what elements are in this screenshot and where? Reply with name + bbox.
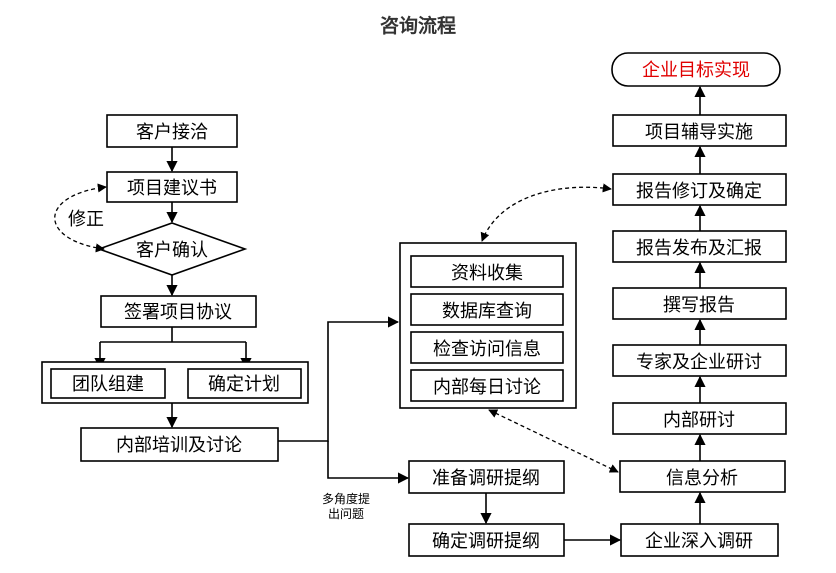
node-sign-agreement: 签署项目协议 bbox=[100, 295, 257, 328]
analysis-feedback-link bbox=[488, 409, 619, 473]
node-label: 客户接洽 bbox=[136, 122, 208, 143]
node-goal: 企业目标实现 bbox=[611, 52, 781, 87]
node-check-interview: 检查访问信息 bbox=[410, 331, 564, 364]
node-client-reception: 客户接洽 bbox=[106, 114, 238, 148]
revise-loop bbox=[54, 183, 107, 253]
node-label: 资料收集 bbox=[451, 263, 523, 284]
note-line-1: 多角度提 bbox=[322, 491, 370, 506]
node-report-release: 报告发布及汇报 bbox=[612, 230, 787, 263]
node-project-guidance: 项目辅导实施 bbox=[612, 114, 787, 147]
node-confirm-plan: 确定计划 bbox=[187, 368, 302, 399]
node-label: 检查访问信息 bbox=[433, 339, 541, 360]
node-label: 确定调研提纲 bbox=[432, 531, 540, 552]
node-deep-research: 企业深入调研 bbox=[620, 523, 779, 557]
node-data-collection: 资料收集 bbox=[410, 255, 564, 288]
node-label: 企业深入调研 bbox=[645, 531, 753, 552]
node-label: 专家及企业研讨 bbox=[636, 352, 762, 373]
node-write-report: 撰写报告 bbox=[612, 287, 787, 320]
node-team-building: 团队组建 bbox=[50, 368, 166, 399]
node-report-revision: 报告修订及确定 bbox=[612, 173, 787, 206]
node-project-proposal: 项目建议书 bbox=[106, 171, 238, 203]
node-label: 报告修订及确定 bbox=[636, 181, 762, 202]
node-internal-research: 内部研讨 bbox=[612, 402, 787, 435]
node-database-query: 数据库查询 bbox=[410, 293, 564, 326]
node-label: 内部研讨 bbox=[663, 410, 735, 431]
node-internal-training: 内部培训及讨论 bbox=[80, 427, 279, 462]
node-prepare-outline: 准备调研提纲 bbox=[408, 460, 565, 494]
node-label: 团队组建 bbox=[72, 374, 144, 395]
page-title: 咨询流程 bbox=[380, 14, 456, 37]
revise-label: 修正 bbox=[68, 209, 104, 230]
node-label: 数据库查询 bbox=[442, 301, 532, 322]
node-confirm-outline: 确定调研提纲 bbox=[408, 523, 565, 557]
node-label: 企业目标实现 bbox=[642, 60, 750, 81]
node-label: 报告发布及汇报 bbox=[636, 238, 762, 259]
node-label: 准备调研提纲 bbox=[432, 468, 540, 489]
node-info-analysis: 信息分析 bbox=[619, 460, 786, 493]
node-label: 信息分析 bbox=[666, 468, 738, 489]
node-expert-research: 专家及企业研讨 bbox=[612, 344, 787, 377]
revision-feedback-link bbox=[480, 183, 612, 242]
node-label: 项目辅导实施 bbox=[645, 122, 753, 143]
node-label: 签署项目协议 bbox=[124, 302, 232, 323]
node-label: 确定计划 bbox=[208, 374, 280, 395]
node-label: 项目建议书 bbox=[127, 178, 217, 199]
note-line-2: 出问题 bbox=[328, 507, 364, 521]
node-label: 客户确认 bbox=[136, 240, 208, 261]
node-client-confirm: 客户确认 bbox=[96, 222, 248, 276]
node-label: 内部培训及讨论 bbox=[116, 435, 242, 456]
node-label: 撰写报告 bbox=[663, 295, 735, 316]
node-label: 内部每日讨论 bbox=[433, 377, 541, 398]
node-daily-discussion: 内部每日讨论 bbox=[410, 369, 564, 402]
